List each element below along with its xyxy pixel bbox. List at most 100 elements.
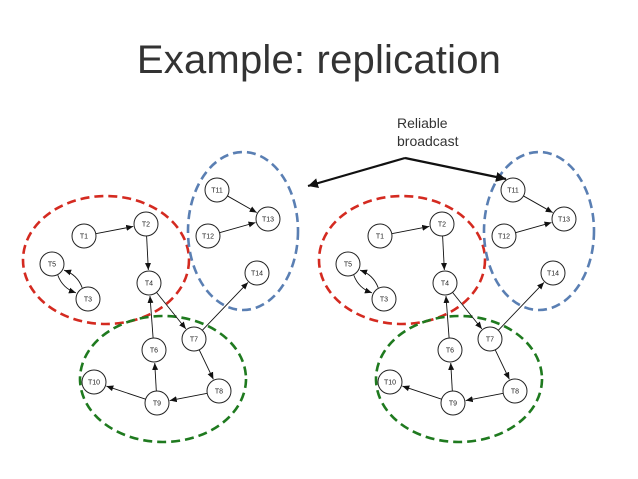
node-label: T10 [384, 380, 396, 387]
node-t11-replica-1: T11 [204, 177, 230, 203]
node-t5-replica-2: T5 [335, 251, 361, 277]
edge-t8-to-t9-replica-2 [465, 392, 504, 403]
node-t1-replica-1: T1 [71, 223, 97, 249]
nodes-layer: T1T2T3T4T5T6T7T8T9T10T11T12T13T14T1T2T3T… [39, 177, 577, 416]
node-circle [136, 270, 162, 296]
node-circle [335, 251, 361, 277]
edge-t7-to-t14-replica-1 [201, 282, 249, 331]
node-t8-replica-1: T8 [206, 378, 232, 404]
broadcast-arrow-left [307, 156, 406, 189]
node-t2-replica-1: T2 [133, 211, 159, 237]
reliable-broadcast-annotation: Reliable broadcast [307, 115, 507, 189]
node-t6-replica-2: T6 [437, 337, 463, 363]
edge-t3-to-t5-replica-1 [63, 269, 83, 288]
node-label: T8 [511, 389, 519, 396]
edge-t8-to-t9-replica-1 [169, 392, 208, 403]
edge-t11-to-t13-replica-1 [227, 195, 257, 213]
edge-t2-to-t4-replica-2 [440, 235, 447, 271]
node-circle [377, 369, 403, 395]
edge-t3-to-t5-replica-2 [359, 269, 379, 288]
node-circle [502, 378, 528, 404]
node-t1-replica-2: T1 [367, 223, 393, 249]
group-red-replica-2 [317, 194, 487, 326]
node-circle [500, 177, 526, 203]
node-circle [206, 378, 232, 404]
edge-t4-to-t7-replica-2 [452, 292, 483, 330]
node-label: T4 [441, 281, 449, 288]
node-circle [491, 223, 517, 249]
node-circle [540, 260, 566, 286]
edge-t6-to-t4-replica-1 [147, 295, 154, 339]
node-label: T5 [48, 262, 56, 269]
edges-layer [57, 195, 553, 403]
node-t14-replica-1: T14 [244, 260, 270, 286]
node-circle [39, 251, 65, 277]
node-label: T14 [251, 271, 263, 278]
node-circle [204, 177, 230, 203]
node-circle [371, 286, 397, 312]
node-t12-replica-1: T12 [195, 223, 221, 249]
node-t7-replica-1: T7 [181, 326, 207, 352]
node-label: T2 [438, 222, 446, 229]
node-t11-replica-2: T11 [500, 177, 526, 203]
node-label: T7 [190, 337, 198, 344]
edge-t9-to-t10-replica-2 [402, 385, 442, 400]
node-t14-replica-2: T14 [540, 260, 566, 286]
node-t10-replica-2: T10 [377, 369, 403, 395]
node-t7-replica-2: T7 [477, 326, 503, 352]
node-label: T5 [344, 262, 352, 269]
annotation-line-1: Reliable [397, 115, 448, 131]
node-label: T9 [153, 401, 161, 408]
node-label: T1 [376, 234, 384, 241]
node-circle [141, 337, 167, 363]
edge-t7-to-t8-replica-1 [198, 349, 214, 380]
node-label: T6 [150, 348, 158, 355]
node-circle [144, 390, 170, 416]
node-t4-replica-2: T4 [432, 270, 458, 296]
node-t3-replica-2: T3 [371, 286, 397, 312]
node-circle [244, 260, 270, 286]
edge-t5-to-t3-replica-2 [353, 275, 373, 294]
node-circle [477, 326, 503, 352]
node-label: T11 [211, 188, 223, 195]
node-circle [181, 326, 207, 352]
edge-t4-to-t7-replica-1 [156, 292, 187, 330]
node-label: T2 [142, 222, 150, 229]
edge-t9-to-t6-replica-1 [152, 362, 159, 392]
node-circle [195, 223, 221, 249]
edge-t12-to-t13-replica-2 [515, 221, 552, 234]
node-label: T13 [558, 217, 570, 224]
node-label: T3 [380, 297, 388, 304]
edge-t6-to-t4-replica-2 [443, 295, 450, 339]
node-t9-replica-1: T9 [144, 390, 170, 416]
edge-t2-to-t4-replica-1 [144, 235, 151, 271]
edge-t1-to-t2-replica-1 [95, 224, 134, 235]
node-circle [255, 206, 281, 232]
node-circle [432, 270, 458, 296]
node-label: T12 [202, 234, 214, 241]
node-label: T6 [446, 348, 454, 355]
edge-t9-to-t10-replica-1 [106, 385, 146, 400]
annotation-line-2: broadcast [397, 133, 459, 149]
node-label: T8 [215, 389, 223, 396]
node-t5-replica-1: T5 [39, 251, 65, 277]
groups-layer [21, 150, 596, 444]
node-label: T3 [84, 297, 92, 304]
node-label: T9 [449, 401, 457, 408]
node-t6-replica-1: T6 [141, 337, 167, 363]
node-circle [429, 211, 455, 237]
node-label: T14 [547, 271, 559, 278]
node-t4-replica-1: T4 [136, 270, 162, 296]
node-circle [75, 286, 101, 312]
edge-t11-to-t13-replica-2 [523, 195, 553, 213]
edge-t9-to-t6-replica-2 [448, 362, 455, 392]
node-circle [551, 206, 577, 232]
edge-t5-to-t3-replica-1 [57, 275, 77, 294]
group-blue-replica-1 [186, 150, 300, 312]
node-t10-replica-1: T10 [81, 369, 107, 395]
broadcast-arrow-right [404, 156, 507, 182]
page-title: Example: replication [136, 38, 502, 82]
node-circle [440, 390, 466, 416]
node-label: T4 [145, 281, 153, 288]
